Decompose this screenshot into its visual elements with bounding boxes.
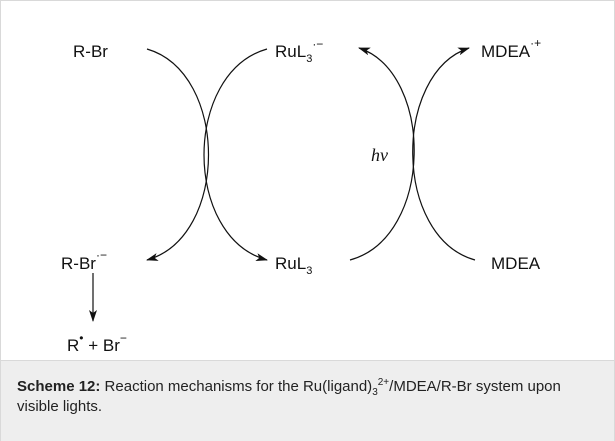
label-r-br-radical-anion: R-Br·− bbox=[61, 248, 107, 273]
label-rul3: RuL3 bbox=[275, 254, 312, 277]
label-rul3-radical-anion: RuL3·− bbox=[275, 37, 323, 65]
arrow-rbr-to-rbr-radical bbox=[146, 48, 209, 261]
label-r-br: R-Br bbox=[73, 42, 108, 61]
scheme-caption: Scheme 12: Reaction mechanisms for the R… bbox=[1, 360, 614, 441]
caption-label: Scheme 12: bbox=[17, 378, 101, 395]
caption-text: Scheme 12: Reaction mechanisms for the R… bbox=[17, 377, 561, 416]
reaction-scheme-diagram: R-Br RuL3·− MDEA·+ hν R-Br·− RuL3 MDEA R… bbox=[61, 36, 541, 355]
arrow-rul3-to-rul3-radical bbox=[349, 47, 415, 261]
label-light-hv: hν bbox=[371, 145, 388, 165]
label-mdea: MDEA bbox=[491, 254, 541, 273]
arrow-rul3-radical-to-rul3 bbox=[203, 48, 268, 261]
label-mdea-radical-cation: MDEA·+ bbox=[481, 36, 541, 61]
label-products: R• + Br− bbox=[67, 331, 127, 355]
arrow-mdea-to-mdea-radical bbox=[412, 47, 476, 261]
